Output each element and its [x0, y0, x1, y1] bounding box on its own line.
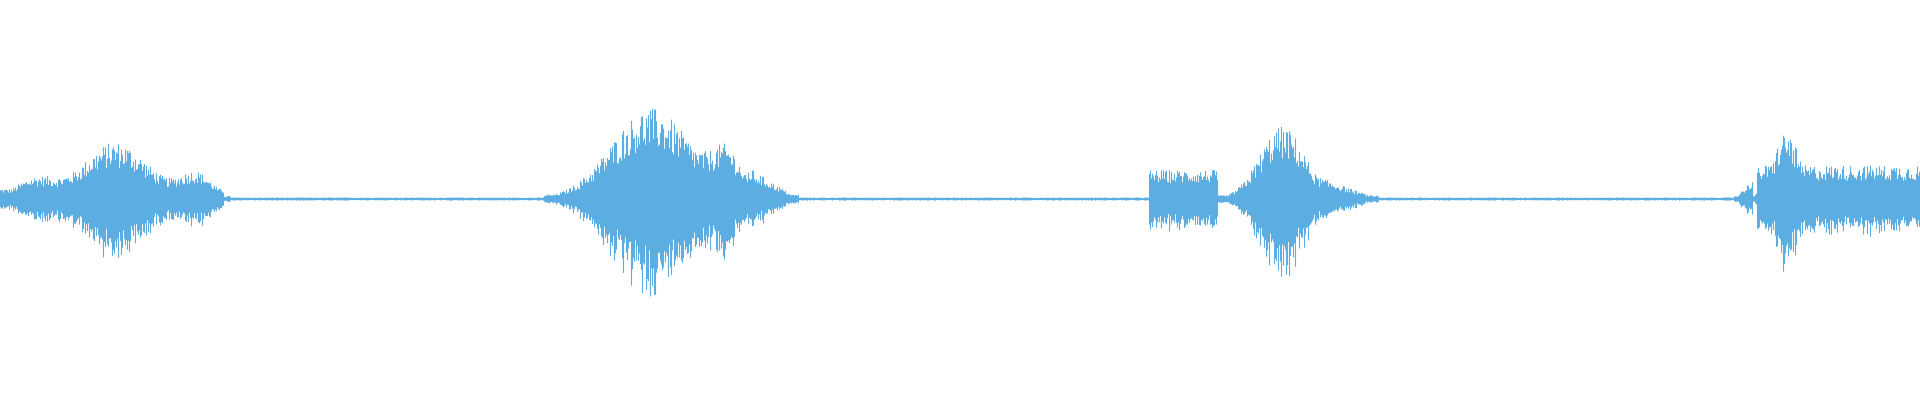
waveform-bars [0, 108, 1920, 297]
